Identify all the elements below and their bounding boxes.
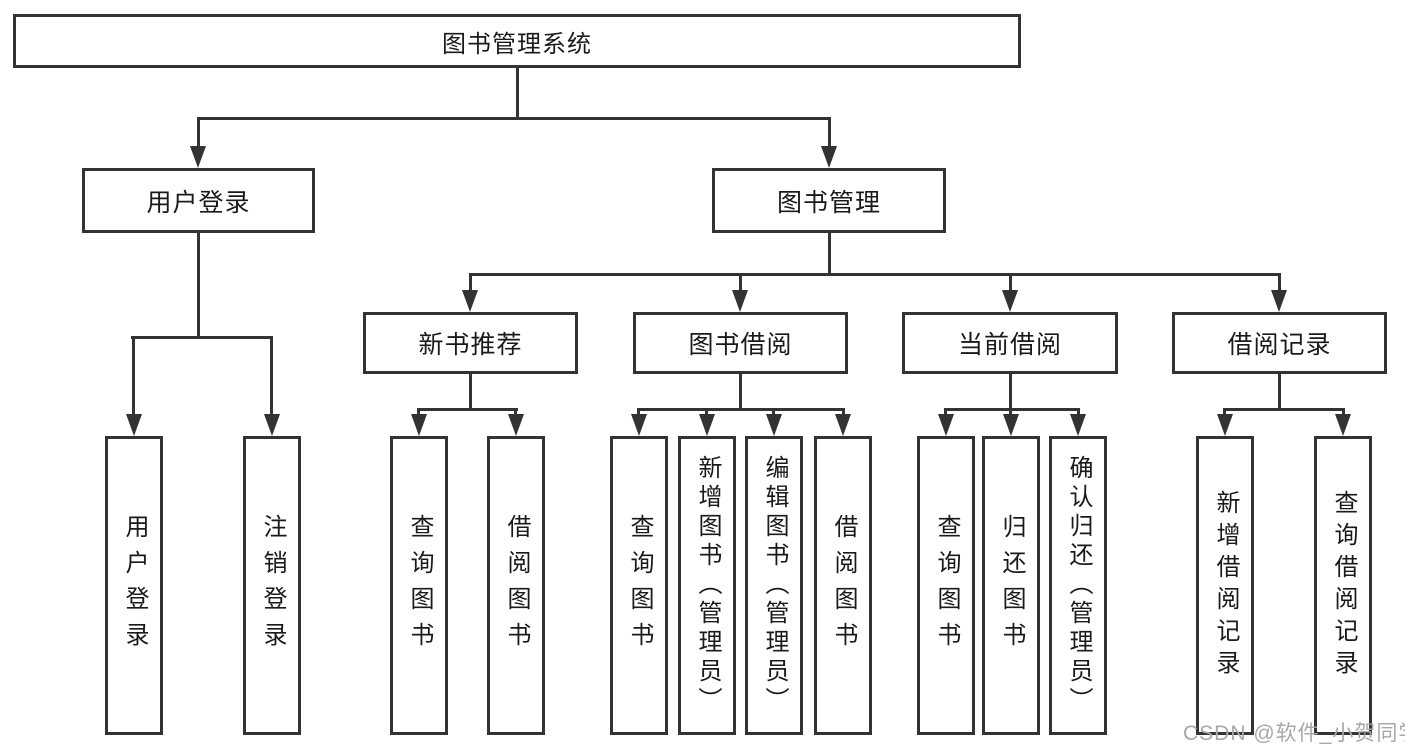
connector-root-stem xyxy=(516,68,519,117)
connector-mgmt-arm-4 xyxy=(1278,273,1281,294)
connector-mgmt-arm-1 xyxy=(469,273,472,294)
node-book-borrow-label: 图书借阅 xyxy=(688,331,793,359)
node-borrow-record: 借阅记录 xyxy=(1172,312,1387,374)
connector-recommend-arm-2 xyxy=(514,408,517,418)
connector-current-arm-1 xyxy=(944,408,947,418)
arrow-down-icon xyxy=(264,414,280,436)
node-book-management-label: 图书管理 xyxy=(776,188,881,217)
csdn-watermark: CSDN @软件_小贺同学 xyxy=(1183,722,1405,745)
leaf-user-login-label: 用户登录 xyxy=(121,513,148,658)
arrow-down-icon xyxy=(190,146,206,168)
connector-mgmt-hbar xyxy=(469,273,1281,276)
connector-recommend-stem xyxy=(469,374,472,408)
connector-borrow-arm-2 xyxy=(705,408,708,418)
node-root: 图书管理系统 xyxy=(13,14,1021,68)
connector-borrow-hbar xyxy=(637,408,845,411)
leaf-query-books-recommend: 查询图书 xyxy=(390,436,448,735)
arrow-down-icon xyxy=(508,414,524,436)
connector-mgmt-arm-3 xyxy=(1009,273,1012,294)
node-new-book-recommend-label: 新书推荐 xyxy=(418,331,523,359)
connector-login-stem xyxy=(197,233,200,336)
leaf-add-borrow-record-label: 新增借阅记录 xyxy=(1212,489,1239,682)
node-root-label: 图书管理系统 xyxy=(442,30,592,58)
connector-current-arm-2 xyxy=(1009,408,1012,418)
arrow-down-icon xyxy=(699,414,715,436)
connector-login-hbar xyxy=(131,336,273,339)
leaf-confirm-return-admin: 确认归还（管理员） xyxy=(1049,436,1107,735)
node-book-borrow: 图书借阅 xyxy=(633,312,848,374)
leaf-query-borrow-record-label: 查询借阅记录 xyxy=(1330,489,1357,682)
leaf-borrow-books-label: 借阅图书 xyxy=(830,513,857,658)
connector-current-hbar xyxy=(944,408,1080,411)
leaf-query-books-current: 查询图书 xyxy=(917,436,975,735)
leaf-query-books-recommend-label: 查询图书 xyxy=(406,513,433,658)
arrow-down-icon xyxy=(1002,290,1018,312)
arrow-down-icon xyxy=(732,290,748,312)
leaf-user-login: 用户登录 xyxy=(105,436,163,735)
leaf-query-books-borrow: 查询图书 xyxy=(610,436,668,735)
connector-borrow-stem xyxy=(739,374,742,408)
connector-login-arm-left xyxy=(132,336,135,418)
arrow-down-icon xyxy=(631,414,647,436)
arrow-down-icon xyxy=(126,414,142,436)
arrow-down-icon xyxy=(1070,414,1086,436)
connector-record-arm-2 xyxy=(1342,408,1345,418)
node-new-book-recommend: 新书推荐 xyxy=(363,312,578,374)
leaf-add-books-admin-label: 新增图书（管理员） xyxy=(694,455,721,716)
arrow-down-icon xyxy=(821,146,837,168)
leaf-query-books-current-label: 查询图书 xyxy=(933,513,960,658)
leaf-borrow-books-recommend-label: 借阅图书 xyxy=(503,513,530,658)
connector-current-stem xyxy=(1009,374,1012,408)
connector-borrow-arm-3 xyxy=(772,408,775,418)
connector-recommend-arm-1 xyxy=(417,408,420,418)
arrow-down-icon xyxy=(766,414,782,436)
leaf-borrow-books-recommend: 借阅图书 xyxy=(487,436,545,735)
arrow-down-icon xyxy=(938,414,954,436)
connector-record-hbar xyxy=(1223,408,1345,411)
leaf-add-books-admin: 新增图书（管理员） xyxy=(678,436,736,735)
arrow-down-icon xyxy=(835,414,851,436)
node-borrow-record-label: 借阅记录 xyxy=(1227,331,1332,359)
connector-current-arm-3 xyxy=(1077,408,1080,418)
connector-root-arm-left xyxy=(197,117,200,149)
connector-borrow-arm-4 xyxy=(842,408,845,418)
leaf-edit-books-admin: 编辑图书（管理员） xyxy=(745,436,803,735)
node-current-borrow: 当前借阅 xyxy=(902,312,1118,374)
connector-root-hbar xyxy=(197,117,830,120)
leaf-edit-books-admin-label: 编辑图书（管理员） xyxy=(761,455,788,716)
connector-root-arm-right xyxy=(828,117,831,149)
leaf-confirm-return-admin-label: 确认归还（管理员） xyxy=(1065,455,1092,716)
leaf-return-books-label: 归还图书 xyxy=(998,513,1025,658)
node-user-login: 用户登录 xyxy=(82,168,315,233)
connector-mgmt-stem xyxy=(828,233,831,273)
leaf-return-books: 归还图书 xyxy=(982,436,1040,735)
arrow-down-icon xyxy=(1003,414,1019,436)
node-book-management: 图书管理 xyxy=(712,168,946,233)
leaf-query-borrow-record: 查询借阅记录 xyxy=(1314,436,1372,735)
connector-borrow-arm-1 xyxy=(637,408,640,418)
connector-recommend-hbar xyxy=(417,408,518,411)
connector-login-arm-right xyxy=(270,336,273,418)
leaf-logout-label: 注销登录 xyxy=(259,513,286,658)
arrow-down-icon xyxy=(462,290,478,312)
connector-mgmt-arm-2 xyxy=(739,273,742,294)
node-user-login-label: 用户登录 xyxy=(146,188,251,217)
leaf-borrow-books: 借阅图书 xyxy=(814,436,872,735)
node-current-borrow-label: 当前借阅 xyxy=(957,331,1062,359)
connector-record-arm-1 xyxy=(1223,408,1226,418)
connector-record-stem xyxy=(1278,374,1281,408)
leaf-logout: 注销登录 xyxy=(243,436,301,735)
leaf-add-borrow-record: 新增借阅记录 xyxy=(1196,436,1254,735)
arrow-down-icon xyxy=(1335,414,1351,436)
arrow-down-icon xyxy=(1271,290,1287,312)
arrow-down-icon xyxy=(411,414,427,436)
leaf-query-books-borrow-label: 查询图书 xyxy=(626,513,653,658)
arrow-down-icon xyxy=(1217,414,1233,436)
